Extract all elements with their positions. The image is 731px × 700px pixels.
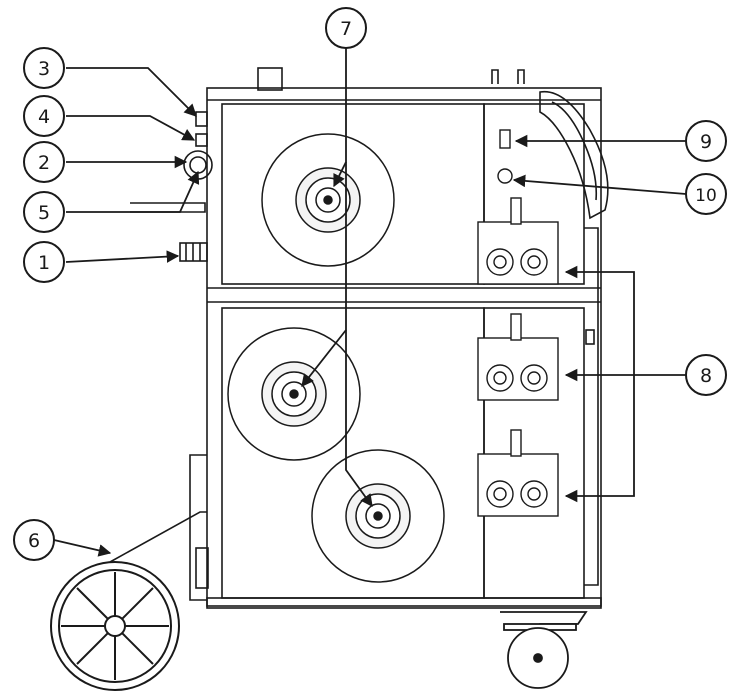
front-castor	[500, 611, 588, 689]
svg-text:4: 4	[38, 106, 50, 128]
leader-4	[66, 115, 196, 141]
svg-text:6: 6	[28, 530, 40, 552]
leader-8a	[564, 265, 686, 376]
callout-7: 7	[325, 7, 367, 49]
leader-1	[65, 250, 180, 263]
callout-4: 4	[23, 95, 65, 137]
leader-8c	[564, 375, 635, 503]
callout-2: 2	[23, 141, 65, 183]
callout-5: 5	[23, 191, 65, 233]
svg-text:10: 10	[695, 186, 717, 206]
spool-middle	[227, 327, 361, 461]
svg-text:2: 2	[38, 152, 50, 174]
leader-10	[512, 174, 687, 195]
wire-spools	[227, 133, 445, 583]
leader-7c	[345, 330, 373, 508]
hose-holder	[130, 202, 206, 213]
callout-9: 9	[685, 120, 727, 162]
svg-text:9: 9	[700, 131, 712, 153]
callout-1: 1	[23, 241, 65, 283]
feeder-lower	[477, 429, 559, 517]
callout-8: 8	[685, 354, 727, 396]
spool-lower	[311, 449, 445, 583]
leader-3	[66, 67, 197, 117]
cart-frame	[109, 511, 207, 563]
svg-text:5: 5	[38, 202, 50, 224]
svg-text:1: 1	[38, 252, 50, 274]
fitting-4	[195, 133, 208, 147]
feeder-upper	[477, 197, 559, 285]
callout-6: 6	[13, 519, 55, 561]
machine-body	[109, 67, 609, 609]
svg-text:7: 7	[340, 18, 352, 40]
spool-upper	[261, 133, 395, 267]
fitting-3	[195, 111, 208, 127]
top-lift-eye	[257, 67, 283, 91]
leader-5	[66, 170, 200, 213]
cabinet-outline	[206, 87, 602, 607]
svg-text:3: 3	[38, 58, 50, 80]
leader-6	[53, 539, 112, 557]
callout-3: 3	[23, 47, 65, 89]
feeder-middle	[477, 313, 559, 401]
leader-lines	[53, 46, 687, 557]
top-bracket	[491, 69, 525, 84]
svg-text:8: 8	[700, 365, 712, 387]
switch-9	[499, 129, 511, 149]
callout-bubbles: 3 4 2 5 1 6 7 9	[13, 7, 727, 561]
callout-10: 10	[685, 173, 727, 215]
socket-10	[497, 168, 513, 184]
wire-feeders	[477, 197, 559, 517]
front-handle	[539, 90, 609, 220]
rear-wheel	[50, 561, 180, 691]
base-plate	[206, 597, 602, 609]
